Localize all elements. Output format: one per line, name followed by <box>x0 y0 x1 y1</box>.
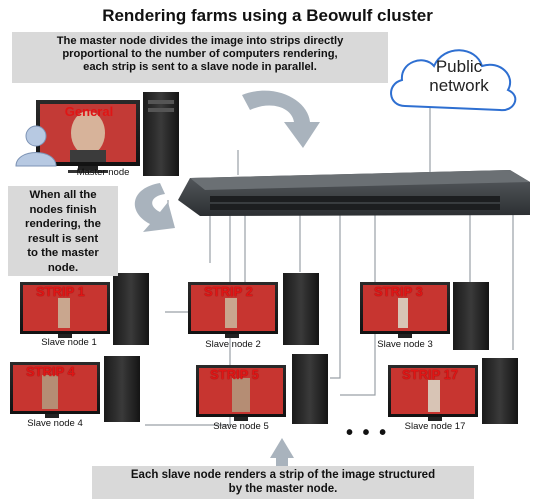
master-node-caption: Master node <box>76 167 130 178</box>
note-result-sent: When all the nodes finish rendering, the… <box>8 186 118 276</box>
public-network-label: Public network <box>404 57 514 95</box>
flow-arrows <box>134 90 320 468</box>
slave-1-strip-label: STRIP 1 <box>36 284 85 299</box>
slave-node-4-computer <box>10 356 140 422</box>
network-switch <box>178 170 530 216</box>
slave-17-caption: Slave node 17 <box>404 421 466 432</box>
slave-3-caption: Slave node 3 <box>377 339 433 350</box>
user-icon <box>15 125 57 167</box>
note-line: When all the <box>29 189 97 201</box>
slave-node-5-computer <box>196 354 328 424</box>
slave-node-1-computer <box>20 273 149 345</box>
slave-2-caption: Slave node 2 <box>205 339 261 350</box>
note-line: each strip is sent to a slave node in pa… <box>83 61 317 73</box>
note-slave-renders: Each slave node renders a strip of the i… <box>92 466 474 499</box>
slave-17-strip-label: STRIP 17 <box>402 367 459 382</box>
slave-2-strip-label: STRIP 2 <box>204 284 253 299</box>
note-line: by the master node. <box>228 483 338 495</box>
note-line: proportional to the number of computers … <box>62 48 338 60</box>
master-screen-label: General <box>64 104 114 119</box>
slave-5-strip-label: STRIP 5 <box>210 367 259 382</box>
cloud-line: Public <box>435 57 483 76</box>
note-line: rendering, the <box>25 218 101 230</box>
note-line: to the master <box>27 247 99 259</box>
note-master-divides: The master node divides the image into s… <box>12 32 388 83</box>
more-nodes-ellipsis: • • • <box>346 422 389 444</box>
note-line: The master node divides the image into s… <box>56 35 344 47</box>
note-line: Each slave node renders a strip of the i… <box>130 469 436 481</box>
cable-lines <box>145 108 514 426</box>
diagram-title: Rendering farms using a Beowulf cluster <box>102 6 433 25</box>
note-line: nodes finish <box>29 203 97 216</box>
slave-4-strip-label: STRIP 4 <box>26 364 75 379</box>
slave-1-caption: Slave node 1 <box>41 337 97 348</box>
slave-node-2-computer <box>188 273 319 345</box>
slave-3-strip-label: STRIP 3 <box>374 284 423 299</box>
note-line: result is sent <box>27 232 99 245</box>
note-line: node. <box>47 261 79 274</box>
master-node-computer <box>36 92 179 176</box>
slave-5-caption: Slave node 5 <box>213 421 269 432</box>
cloud-line: network <box>429 76 489 95</box>
slave-4-caption: Slave node 4 <box>27 418 83 429</box>
slave-node-17-computer <box>388 358 518 424</box>
public-network-cloud <box>390 49 517 112</box>
slave-node-3-computer <box>360 282 489 350</box>
